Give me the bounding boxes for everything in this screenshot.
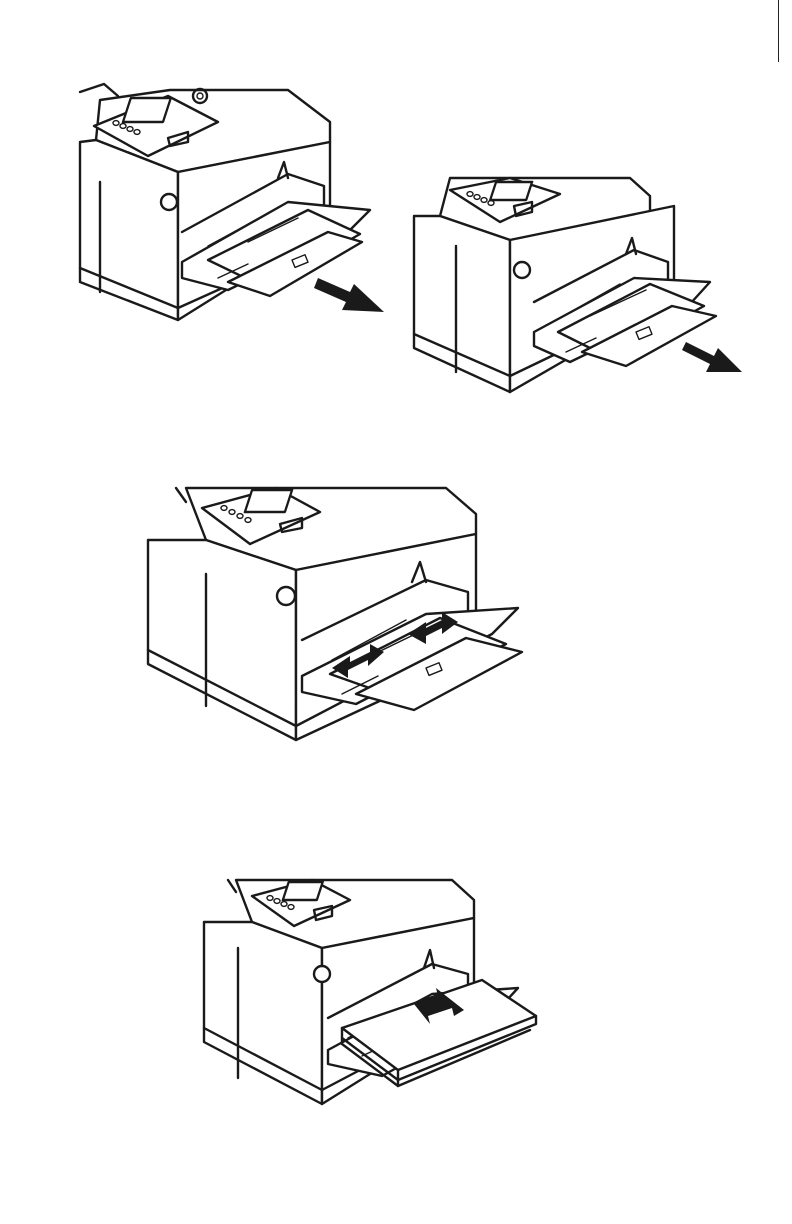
binding-edge-line (778, 0, 779, 62)
printer-second-extension-illustration (410, 176, 744, 398)
printer-drawing (146, 484, 526, 746)
printer-drawing (78, 82, 390, 328)
printer-tray-extension-illustration (78, 82, 390, 328)
printer-drawing (410, 176, 744, 398)
printer-paper-guides-illustration (146, 484, 526, 746)
pull-out-arrow (314, 278, 384, 312)
printer-drawing (202, 878, 542, 1110)
pull-out-arrow (682, 342, 742, 372)
printer-load-paper-illustration (202, 878, 542, 1110)
